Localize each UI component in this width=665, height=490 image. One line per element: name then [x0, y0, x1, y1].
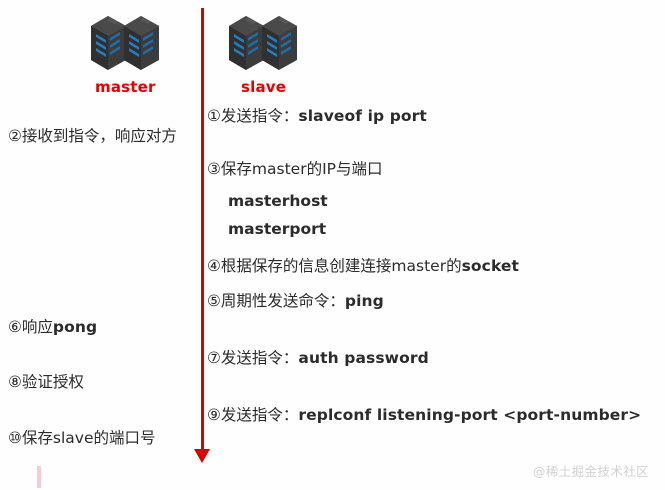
server-rack-icon	[88, 8, 162, 74]
master-step-10: ⑩保存slave的端口号	[8, 428, 156, 448]
step-number: ⑤	[207, 292, 221, 310]
step-number: ⑦	[207, 349, 221, 367]
step-number: ②	[8, 127, 22, 145]
step-code: auth password	[298, 349, 429, 367]
master-step-2: ②接收到指令，响应对方	[8, 126, 177, 146]
step-text: 接收到指令，响应对方	[21, 127, 177, 145]
step-number: ⑥	[8, 318, 22, 336]
node-label-master: master	[95, 78, 156, 96]
slave-sub-item-masterport: masterport	[228, 220, 327, 238]
step-text: 验证授权	[21, 373, 84, 391]
step-text: 响应	[21, 318, 53, 336]
step-text: 根据保存的信息创建连接master的	[220, 257, 462, 275]
step-text: 保存master的IP与端口	[220, 160, 383, 178]
step-code: pong	[52, 318, 98, 336]
slave-step-9: ⑨发送指令：replconf listening-port <port-numb…	[207, 405, 641, 425]
watermark: @稀土掘金技术社区	[532, 464, 649, 479]
step-number: ⑧	[8, 373, 22, 391]
step-text: 周期性发送命令：	[220, 292, 345, 310]
node-label-slave: slave	[241, 78, 287, 96]
timeline-arrowhead-icon	[194, 449, 210, 463]
step-number: ①	[207, 107, 221, 125]
slave-step-1: ①发送指令：slaveof ip port	[207, 106, 427, 126]
slave-step-4: ④根据保存的信息创建连接master的socket	[207, 256, 519, 276]
slave-step-5: ⑤周期性发送命令：ping	[207, 291, 384, 311]
slave-step-3: ③保存master的IP与端口	[207, 159, 382, 179]
master-step-8: ⑧验证授权	[8, 372, 84, 392]
master-step-6: ⑥响应pong	[8, 317, 97, 337]
step-code: ping	[344, 292, 384, 310]
step-number: ③	[207, 160, 221, 178]
server-rack-icon	[226, 8, 300, 74]
pink-accent-mark	[37, 466, 41, 488]
timeline-divider	[201, 8, 204, 456]
step-text: 发送指令：	[220, 349, 299, 367]
step-text: 发送指令：	[220, 406, 299, 424]
step-number: ⑩	[8, 429, 22, 447]
step-text: 发送指令：	[220, 107, 299, 125]
slave-sub-item-masterhost: masterhost	[228, 192, 328, 210]
step-number: ⑨	[207, 406, 221, 424]
step-code: replconf listening-port <port-number>	[298, 406, 642, 424]
step-code: slaveof ip port	[298, 107, 427, 125]
step-number: ④	[207, 257, 221, 275]
slave-step-7: ⑦发送指令：auth password	[207, 348, 429, 368]
step-text: 保存slave的端口号	[21, 429, 156, 447]
step-code: socket	[461, 257, 520, 275]
